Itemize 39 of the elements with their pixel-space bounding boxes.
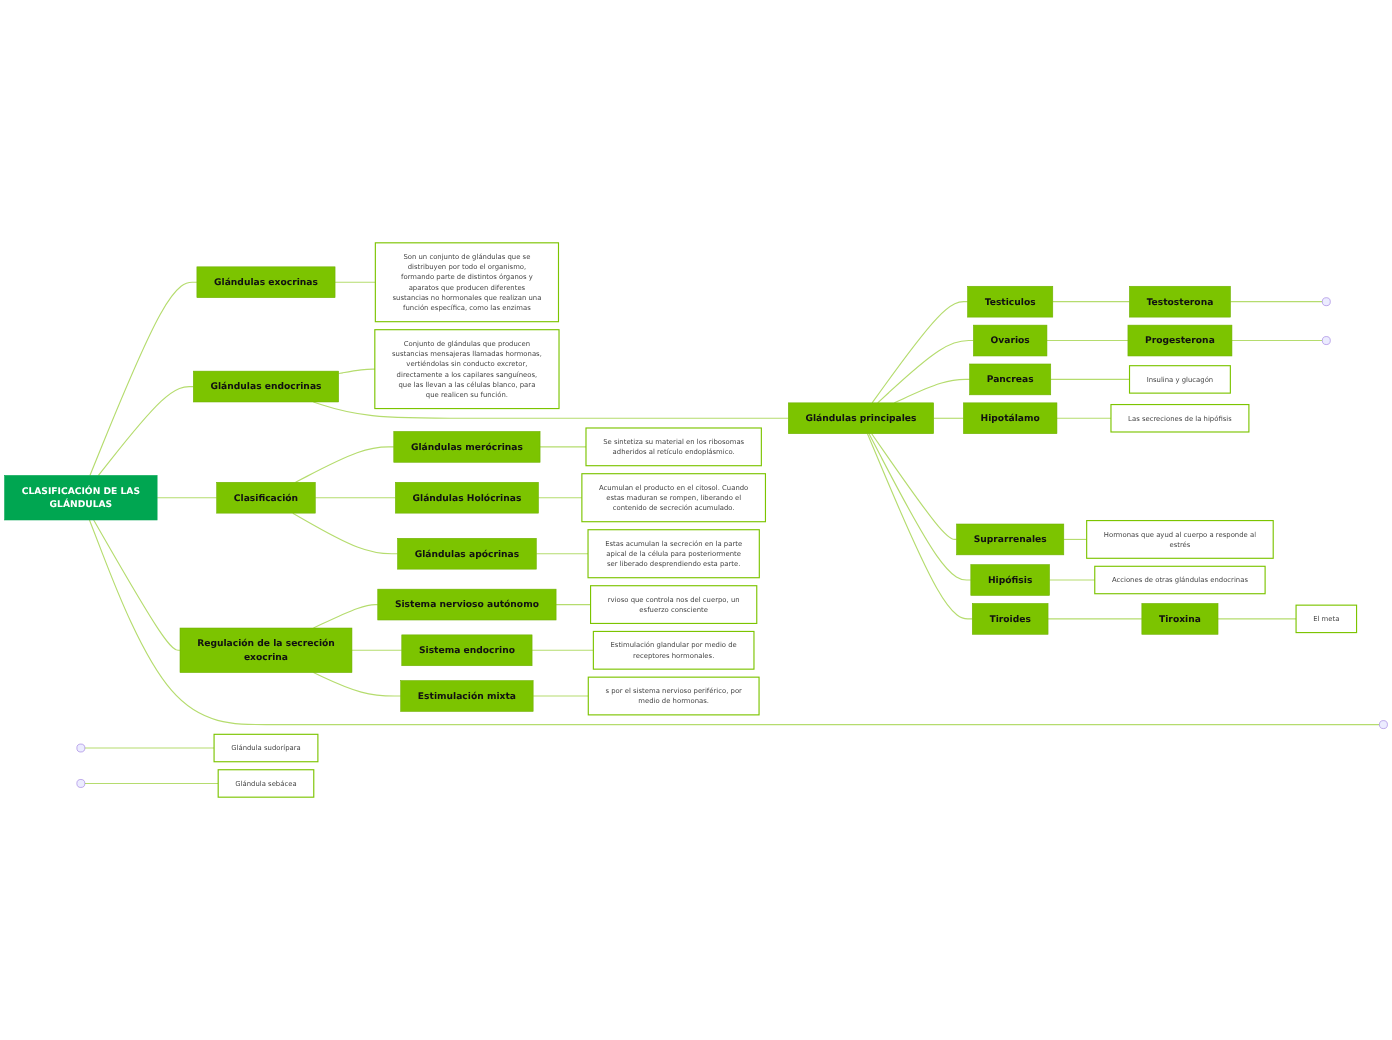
connector [1050, 378, 1131, 380]
connector [933, 417, 964, 419]
connector [97, 386, 194, 476]
connector [89, 281, 198, 476]
connector [871, 301, 969, 404]
connector [351, 649, 403, 651]
connector [93, 519, 181, 651]
connector [539, 446, 587, 448]
connector [877, 340, 974, 404]
connector [334, 281, 376, 283]
connector [1047, 618, 1143, 620]
connector [1229, 301, 1323, 303]
connector [866, 433, 973, 620]
connector [314, 497, 396, 499]
connector [338, 368, 376, 375]
connector [535, 553, 589, 555]
connector [84, 782, 219, 785]
connector [868, 433, 972, 581]
connector [294, 446, 395, 483]
connector [312, 401, 789, 419]
connector [84, 747, 215, 749]
connector [537, 497, 583, 499]
connector [531, 649, 594, 651]
connector [555, 604, 592, 606]
connector [1231, 340, 1323, 342]
connector [1048, 579, 1096, 581]
connector [312, 604, 379, 629]
connector [1056, 417, 1112, 419]
connector [1046, 340, 1129, 342]
connector [532, 695, 589, 697]
connector [88, 519, 1380, 726]
connector [1063, 538, 1088, 540]
connector [156, 497, 218, 499]
connector [871, 433, 958, 540]
connector [893, 378, 971, 404]
connector [1052, 301, 1130, 303]
connector [312, 672, 402, 697]
connector [1217, 618, 1297, 620]
connector [292, 512, 399, 555]
